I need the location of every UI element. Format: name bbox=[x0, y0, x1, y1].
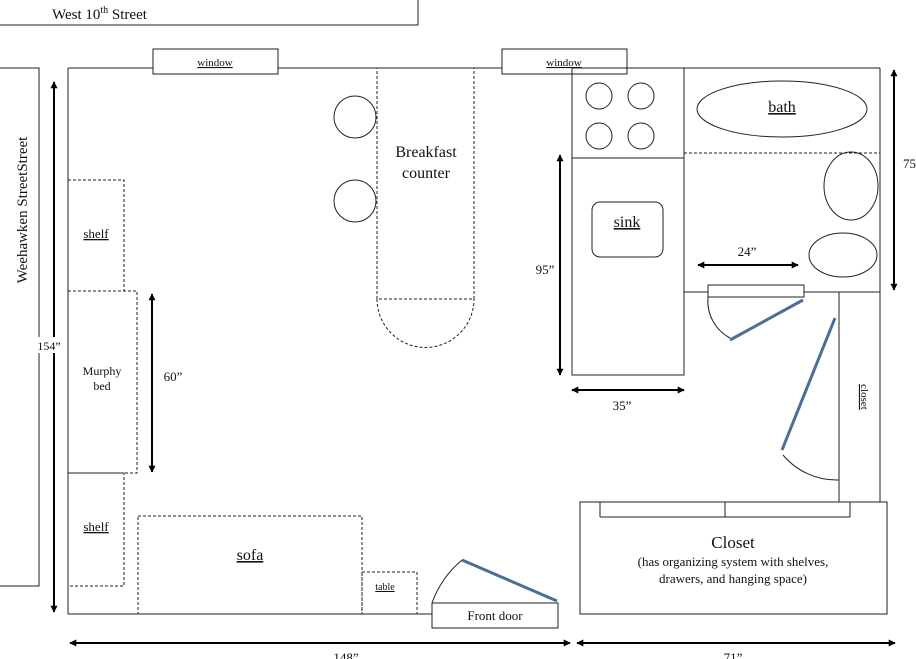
side-table bbox=[361, 571, 418, 615]
closet-small-door bbox=[780, 317, 837, 451]
bath-door-frame bbox=[707, 284, 805, 298]
bath-door bbox=[729, 298, 804, 342]
stool-top bbox=[333, 95, 377, 139]
closet-small-door-swing bbox=[782, 454, 840, 481]
murphy-bed bbox=[67, 290, 138, 474]
street-label-box-top bbox=[0, 0, 419, 26]
window-left bbox=[152, 48, 279, 75]
shelf-top-label: shelf bbox=[83, 226, 109, 241]
burner-1 bbox=[585, 82, 613, 110]
dim-width-main-label: 148” bbox=[333, 650, 359, 659]
shelf-bottom bbox=[67, 472, 125, 587]
window-right-label: window bbox=[546, 57, 582, 69]
dim-width-right-label: 71” bbox=[724, 650, 743, 659]
closet-small-label: closet bbox=[858, 384, 870, 410]
dim-bath-depth-bg bbox=[900, 155, 916, 171]
bathtub bbox=[696, 80, 868, 138]
street-label-west-10th: West 10th Street bbox=[52, 5, 148, 23]
closet-main bbox=[579, 501, 888, 615]
closet-main-title: Closet bbox=[711, 533, 755, 552]
sofa bbox=[137, 515, 363, 615]
street-label-weehawken: Weehawken StreetStreet bbox=[15, 136, 31, 283]
dim-height-bg bbox=[38, 337, 60, 353]
street-label-box-left bbox=[0, 67, 40, 587]
front-door-frame bbox=[431, 602, 559, 629]
window-right bbox=[501, 48, 628, 75]
stool-bottom bbox=[333, 179, 377, 223]
dim-height-label: 154” bbox=[37, 339, 60, 353]
side-table-label: table bbox=[375, 582, 395, 593]
front-door bbox=[461, 558, 558, 603]
sink bbox=[591, 201, 664, 258]
dim-bath-depth-label: 75 bbox=[903, 156, 916, 171]
sofa-label: sofa bbox=[237, 547, 264, 564]
breakfast-counter-end bbox=[376, 298, 475, 348]
window-left-label: window bbox=[197, 57, 233, 69]
dim-kitchen-width-label: 35” bbox=[613, 398, 632, 413]
toilet-tank bbox=[808, 232, 878, 278]
breakfast-counter bbox=[376, 67, 475, 300]
front-door-swing bbox=[431, 559, 463, 604]
dim-kitchen-length-label: 95” bbox=[536, 262, 555, 277]
toilet-bowl bbox=[823, 151, 879, 221]
dim-bath-width-label: 24” bbox=[738, 244, 757, 259]
burner-4 bbox=[627, 122, 655, 150]
dim-bed-label: 60” bbox=[164, 369, 183, 384]
sink-label: sink bbox=[614, 214, 641, 231]
bath-door-swing bbox=[707, 296, 731, 339]
burner-3 bbox=[585, 122, 613, 150]
kitchen-counter bbox=[571, 157, 685, 376]
front-door-label: Front door bbox=[467, 608, 523, 623]
burner-2 bbox=[627, 82, 655, 110]
closet-main-desc: (has organizing system with shelves,draw… bbox=[638, 554, 829, 586]
shelf-bottom-label: shelf bbox=[83, 519, 109, 534]
bath-label: bath bbox=[768, 99, 796, 116]
